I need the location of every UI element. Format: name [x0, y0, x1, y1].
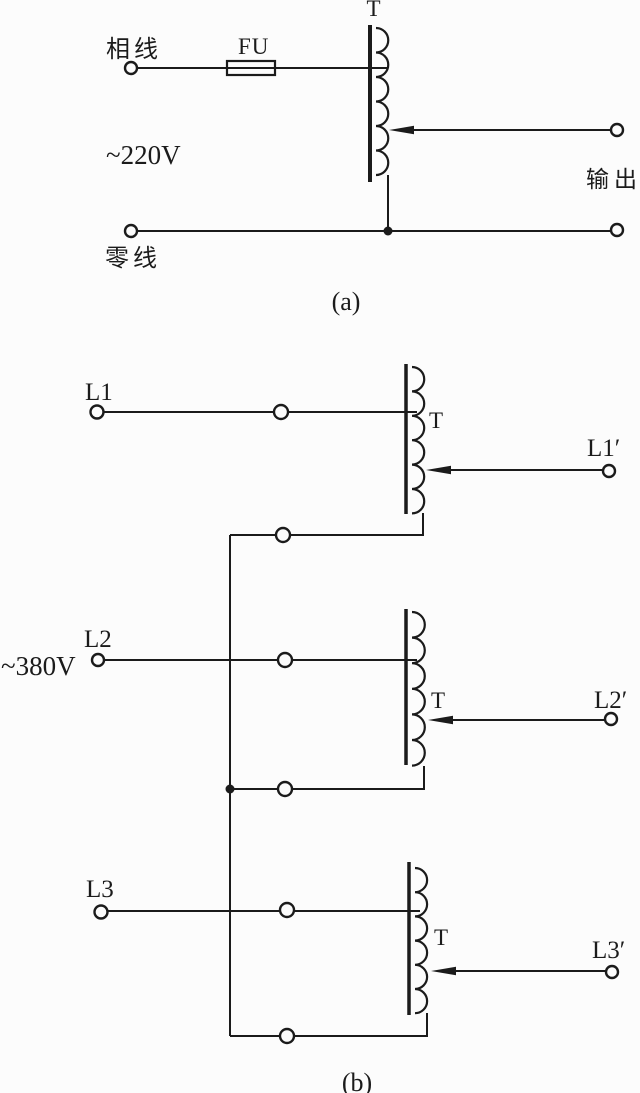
return-wire-2 [230, 766, 425, 790]
l2-connector-circle [276, 651, 294, 669]
output-bottom-terminal [609, 222, 625, 238]
transformer-a-winding [375, 26, 390, 177]
l3-connector-circle [278, 901, 296, 919]
neutral-line-label: 零线 [105, 245, 161, 272]
phase-terminal [123, 60, 139, 76]
l1-label: L1 [85, 379, 113, 406]
return-wire-1 [230, 513, 424, 536]
l2-terminal [90, 652, 106, 668]
l2-prime-terminal [603, 711, 619, 727]
l1-prime-label: L1′ [587, 435, 620, 462]
circuit-a: T 相线 FU ~220V 输出 零线 (a) [105, 0, 640, 316]
caption-b: (b) [342, 1068, 372, 1093]
l3-prime-label: L3′ [592, 937, 625, 964]
circuit-b: L1 T L1′ ~380V L2 T L2 [1, 364, 627, 1093]
return-connector-3 [278, 1027, 296, 1045]
l1-prime-terminal [601, 463, 617, 479]
l1-connector-circle [272, 403, 290, 421]
return-connector-2 [276, 780, 294, 798]
l3-prime-terminal [604, 964, 620, 980]
output-label: 输出 [586, 167, 640, 192]
wiper-arrow-2 [428, 715, 453, 725]
transformer-2-label: T [431, 688, 446, 713]
source-voltage-a: ~220V [106, 140, 181, 170]
return-connector-1 [274, 526, 292, 544]
l2-label: L2 [84, 626, 112, 653]
transformer-1-winding [411, 365, 426, 515]
transformer-a-label: T [366, 0, 381, 21]
neutral-terminal [123, 223, 139, 239]
transformer-3-label: T [434, 925, 449, 950]
phase-3: L3 T L3′ [86, 862, 625, 1045]
transformer-3-winding [414, 866, 429, 1015]
output-top-terminal [609, 122, 625, 138]
wiper-arrow-1 [426, 465, 451, 475]
wiper-arrow-3 [431, 966, 456, 976]
star-junction-dot [225, 784, 235, 794]
l3-label: L3 [86, 876, 114, 903]
return-wire-3 [230, 1013, 428, 1037]
transformer-2-winding [411, 610, 426, 767]
source-voltage-b: ~380V [1, 651, 76, 681]
l1-terminal [89, 404, 105, 420]
fuse-symbol [225, 59, 277, 77]
l2-prime-label: L2′ [594, 687, 627, 714]
wiper-arrow-a [389, 125, 414, 135]
transformer-1-label: T [429, 408, 444, 433]
caption-a: (a) [332, 287, 361, 316]
phase-line-label: 相线 [106, 36, 162, 63]
phase-2: ~380V L2 T L2′ [1, 609, 627, 798]
l3-terminal [93, 904, 109, 920]
phase-1: L1 T L1′ [85, 364, 620, 544]
fuse-label: FU [238, 34, 269, 59]
